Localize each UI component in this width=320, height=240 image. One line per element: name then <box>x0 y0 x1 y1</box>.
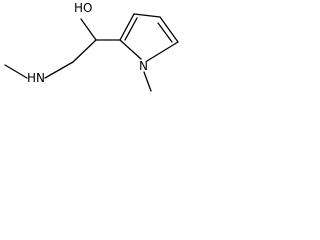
bond-nh-methyl <box>4 64 28 79</box>
amine-label: HN <box>27 71 45 85</box>
bond-lines <box>4 13 179 92</box>
hydroxyl-label: HO <box>74 1 92 15</box>
bond-ring-c4-c5-double <box>157 22 173 43</box>
bond-ring-c3-c4 <box>133 13 161 18</box>
bond-ring-c2-c3 <box>119 13 135 41</box>
bond-choh-ch2 <box>72 39 97 63</box>
bond-ring-n-c2 <box>119 39 142 60</box>
bond-choh-o <box>80 18 97 41</box>
bond-ring-c2-c3-double <box>124 17 138 41</box>
bond-ch2-nh <box>44 61 74 79</box>
bond-ring-c4-c5 <box>159 16 179 43</box>
bond-n-methyl <box>143 71 152 92</box>
bond-ring-c5-n <box>146 41 179 62</box>
pyrrole-nitrogen-label: N <box>139 59 148 73</box>
structure-diagram: HO HN N <box>4 1 179 92</box>
